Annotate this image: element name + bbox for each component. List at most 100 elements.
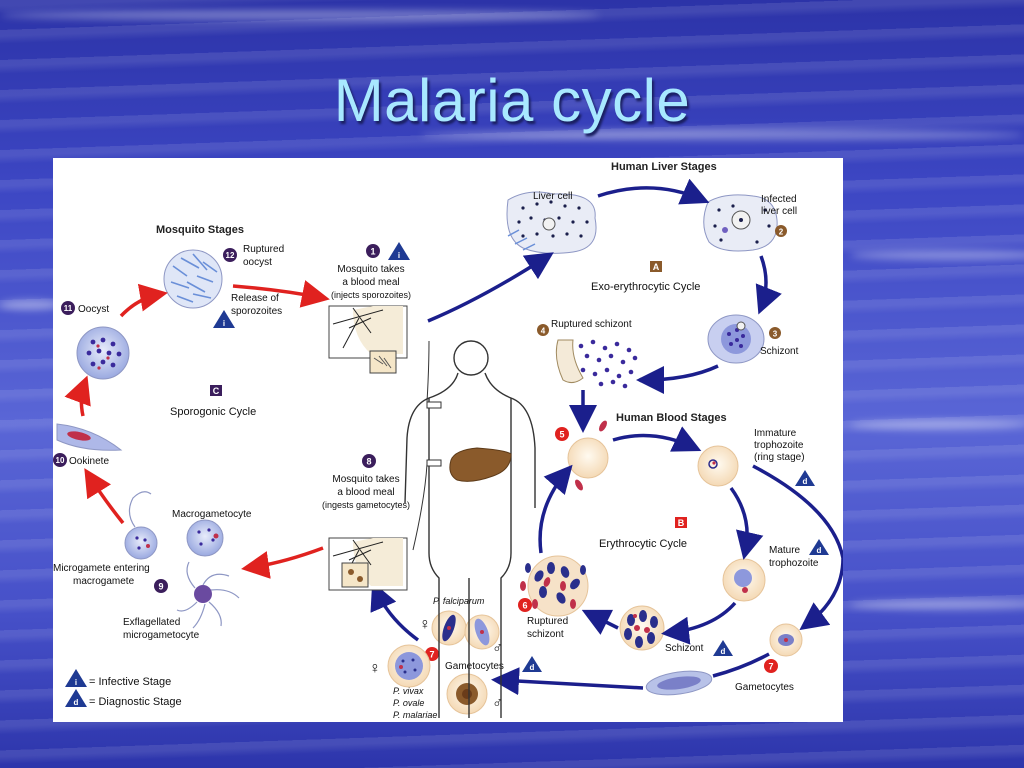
- label-ruptured-oocyst-2: oocyst: [243, 257, 272, 268]
- arrow-gametocytes-to-mosquito: [370, 581, 420, 642]
- badge-b-letter: B: [678, 518, 685, 528]
- label-exo-erythrocytic-cycle: Exo-erythrocytic Cycle: [591, 281, 700, 293]
- arrow-ring-to-gametocyte: [752, 464, 845, 631]
- blood-ruptured-schizont: [520, 555, 589, 617]
- arrow-oocyst-to-ruptured: [119, 283, 168, 318]
- step-9-circle: [154, 579, 168, 593]
- badge-c: [210, 385, 222, 396]
- falciparum-gametocyte-male: [464, 614, 500, 650]
- label-liver-cell: Liver cell: [533, 191, 572, 202]
- label-ruptured: Ruptured: [527, 616, 568, 627]
- female-symbol: ♀: [369, 660, 381, 677]
- male-symbol: ♂: [492, 640, 504, 657]
- macrogametocyte: [186, 519, 224, 557]
- cloud-streak: [0, 10, 600, 20]
- label-meal8-line1: Mosquito takes: [332, 474, 399, 485]
- step-7-circle-right: [764, 659, 778, 673]
- label-infected: Infected: [761, 194, 797, 205]
- step-4-circle: [537, 324, 549, 336]
- slide-title: Malaria cycle: [333, 67, 691, 134]
- connector-line: [426, 340, 430, 403]
- label-microgametocyte: microgametocyte: [123, 630, 200, 641]
- infective-stage-icon: i: [388, 242, 410, 260]
- liver-schizont: [707, 314, 765, 364]
- step-5-circle: [555, 427, 569, 441]
- diagnostic-stage-icon: d: [809, 539, 829, 555]
- oocyst: [76, 326, 130, 380]
- cloud-streak: [850, 420, 1024, 430]
- infective-stage-icon: i: [213, 310, 235, 328]
- label-p-ovale: P. ovale: [393, 698, 424, 708]
- label-ookinete: Ookinete: [69, 456, 109, 467]
- merozoite: [575, 479, 583, 491]
- step-10-circle: [53, 453, 67, 467]
- step-12-number: 12: [226, 251, 235, 260]
- arrow-zygote-to-ookinete: [84, 468, 125, 525]
- infected-liver-cell: [703, 194, 778, 252]
- arrow-schizont-to-ruptured: [636, 364, 719, 394]
- badge-a-letter: A: [653, 262, 660, 272]
- arrow-merozoite-to-ring: [612, 426, 702, 452]
- label-schizont-liver: Schizont: [760, 346, 799, 357]
- badge-a: [650, 261, 662, 272]
- arrow-liver-to-infected: [597, 178, 710, 205]
- label-gametocytes-right: Gametocytes: [735, 682, 794, 693]
- malaria-cycle-diagram: Mosquito Stages Human Liver Stages Human…: [53, 161, 845, 720]
- badge-b: [675, 517, 687, 528]
- diagnostic-stage-icon: d: [795, 470, 815, 486]
- step-6-circle: [518, 598, 532, 612]
- section-human-blood-stages: Human Blood Stages: [616, 412, 727, 424]
- label-schizont-blood: Schizont: [665, 643, 704, 654]
- mosquito-bite-inject-image: [328, 305, 408, 374]
- svg-text:d: d: [530, 663, 535, 672]
- arrow-gametocyte-connector: [712, 652, 770, 678]
- svg-text:d: d: [803, 477, 808, 486]
- badge-c-letter: C: [213, 386, 220, 396]
- label-microgamete-1: Microgamete entering: [53, 563, 150, 574]
- bite-site-marker: [426, 459, 442, 467]
- female-symbol: ♀: [419, 616, 431, 633]
- label-p-malariae: P. malariae: [393, 710, 437, 720]
- diagnostic-stage-icon: d: [522, 656, 542, 672]
- male-symbol: ♂: [492, 695, 504, 712]
- section-mosquito-stages: Mosquito Stages: [156, 224, 244, 236]
- gametocyte-right-cell: [769, 623, 803, 657]
- label-erythrocytic-cycle: Erythrocytic Cycle: [599, 538, 687, 550]
- bite-site-marker: [426, 401, 442, 409]
- step-7-number-center: 7: [429, 650, 434, 660]
- label-microgamete-2: macrogamete: [73, 576, 135, 587]
- arrow-mature-to-schizont: [661, 601, 737, 645]
- vivax-gametocyte-female: [387, 644, 431, 688]
- legend-infective-label: = Infective Stage: [89, 676, 171, 688]
- step-3-circle: [769, 327, 781, 339]
- step-6-number: 6: [522, 601, 527, 611]
- svg-text:i: i: [398, 251, 400, 260]
- label-release-of: Release of: [231, 293, 279, 304]
- liver-organ-icon: [449, 447, 512, 482]
- blood-schizont: [619, 605, 665, 651]
- step-7-number-right: 7: [768, 662, 773, 672]
- arrow-oocyst-to-mosquito-bite: [232, 280, 330, 308]
- cloud-streak: [850, 250, 1024, 260]
- step-8-circle: [362, 454, 376, 468]
- legend-diagnostic-icon: d: [65, 689, 87, 707]
- step-2-number: 2: [779, 228, 784, 237]
- falciparum-gametocyte-female: [431, 610, 467, 646]
- label-mature-trophozoite: trophozoite: [769, 558, 819, 569]
- step-12-circle: [223, 248, 237, 262]
- connector-line: [412, 463, 428, 551]
- step-8-number: 8: [366, 457, 371, 467]
- label-meal8-line2: a blood meal: [337, 487, 394, 498]
- label-p-vivax: P. vivax: [393, 686, 424, 696]
- step-4-number: 4: [541, 327, 546, 336]
- svg-text:d: d: [74, 698, 79, 707]
- diagnostic-stage-icon: d: [713, 640, 733, 656]
- label-sporozoites: sporozoites: [231, 306, 282, 317]
- microgamete-entering-macrogamete: [124, 491, 158, 560]
- sporozoites-icon: [507, 229, 536, 251]
- label-ruptured-schizont-liver: Ruptured schizont: [551, 319, 632, 330]
- label-ring-stage: (ring stage): [754, 452, 805, 463]
- label-p-falciparum: P. falciparum: [433, 596, 485, 606]
- label-meal1-line3: (injects sporozoites): [331, 290, 411, 300]
- step-5-number: 5: [559, 430, 564, 440]
